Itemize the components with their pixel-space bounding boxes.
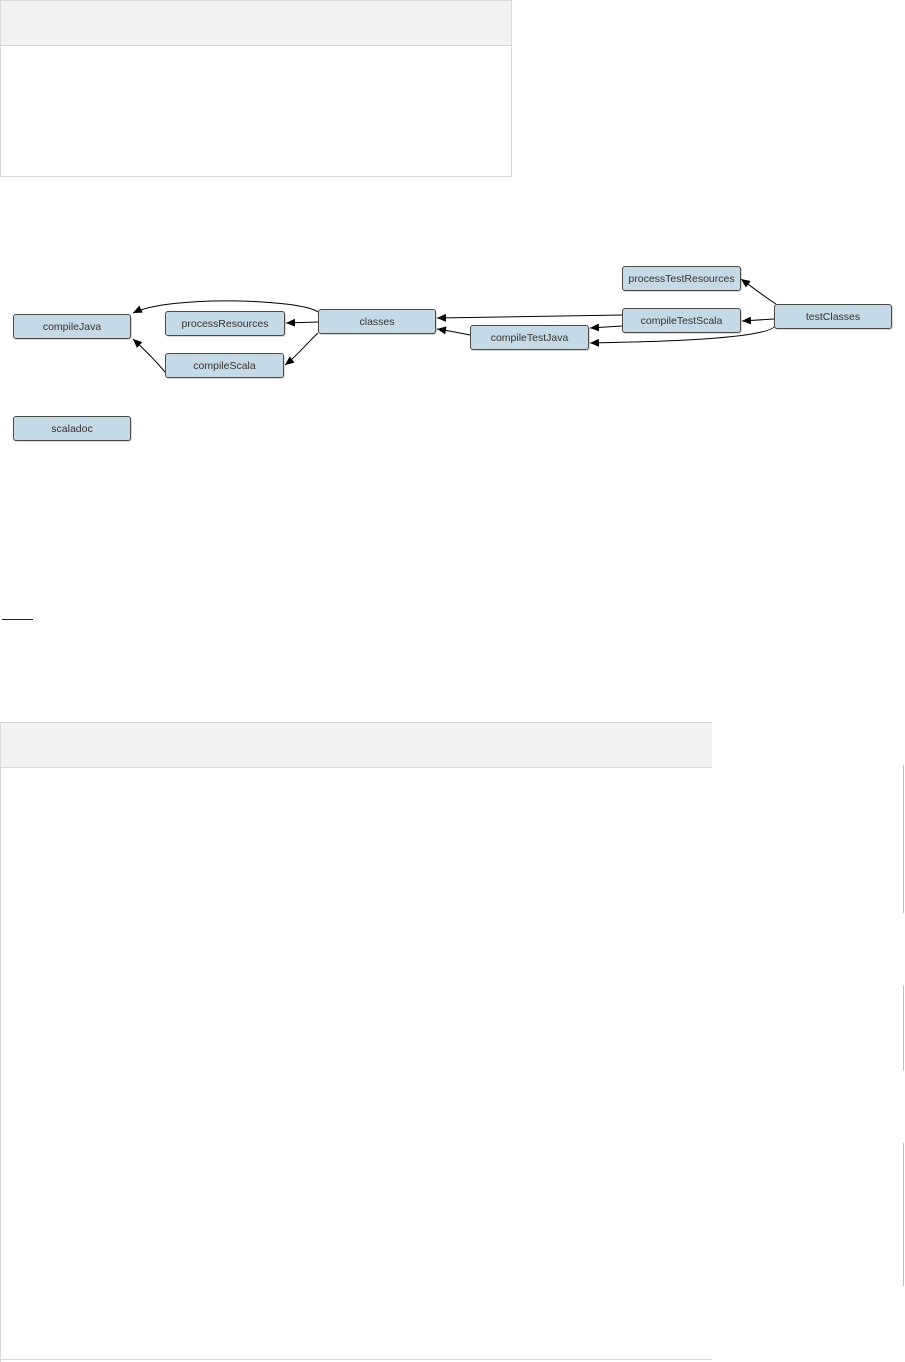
edge-classes-to-compileJava: [132, 300, 319, 314]
edge-compileScala-to-compileJava: [132, 338, 166, 373]
edge-testClasses-to-processTestResources: [740, 278, 777, 305]
node-compileJava: compileJava: [13, 314, 131, 339]
node-scaladoc: scaladoc: [13, 416, 131, 441]
edge-classes-to-compileScala: [284, 332, 319, 366]
scroll-marker-3: [903, 1143, 904, 1286]
edge-testClasses-to-compileTestScala: [741, 316, 775, 325]
edge-testClasses-to-compileTestJava: [589, 324, 777, 347]
node-testClasses: testClasses: [774, 304, 892, 329]
scroll-marker-2: [903, 985, 904, 1071]
edge-compileTestScala-to-classes: [436, 313, 623, 322]
graph-edges: [132, 278, 777, 373]
edge-classes-to-processResources: [285, 318, 319, 327]
node-processResources: processResources: [165, 311, 285, 336]
task-dependency-graph: compileJava processResources compileScal…: [0, 255, 905, 450]
edge-compileTestScala-to-compileTestJava: [589, 323, 623, 332]
top-panel-header: [1, 1, 511, 46]
node-compileTestJava: compileTestJava: [470, 325, 589, 350]
top-panel: [0, 0, 512, 177]
node-processTestResources: processTestResources: [622, 266, 741, 291]
link-underline[interactable]: [2, 619, 33, 620]
node-classes: classes: [318, 309, 436, 334]
node-compileTestScala: compileTestScala: [622, 308, 741, 333]
edge-compileTestJava-to-classes: [436, 326, 471, 336]
bottom-divider: [0, 1359, 712, 1360]
bottom-panel: [0, 722, 712, 1362]
node-compileScala: compileScala: [165, 353, 284, 378]
bottom-panel-header: [1, 723, 712, 768]
scroll-marker-1: [903, 765, 904, 913]
